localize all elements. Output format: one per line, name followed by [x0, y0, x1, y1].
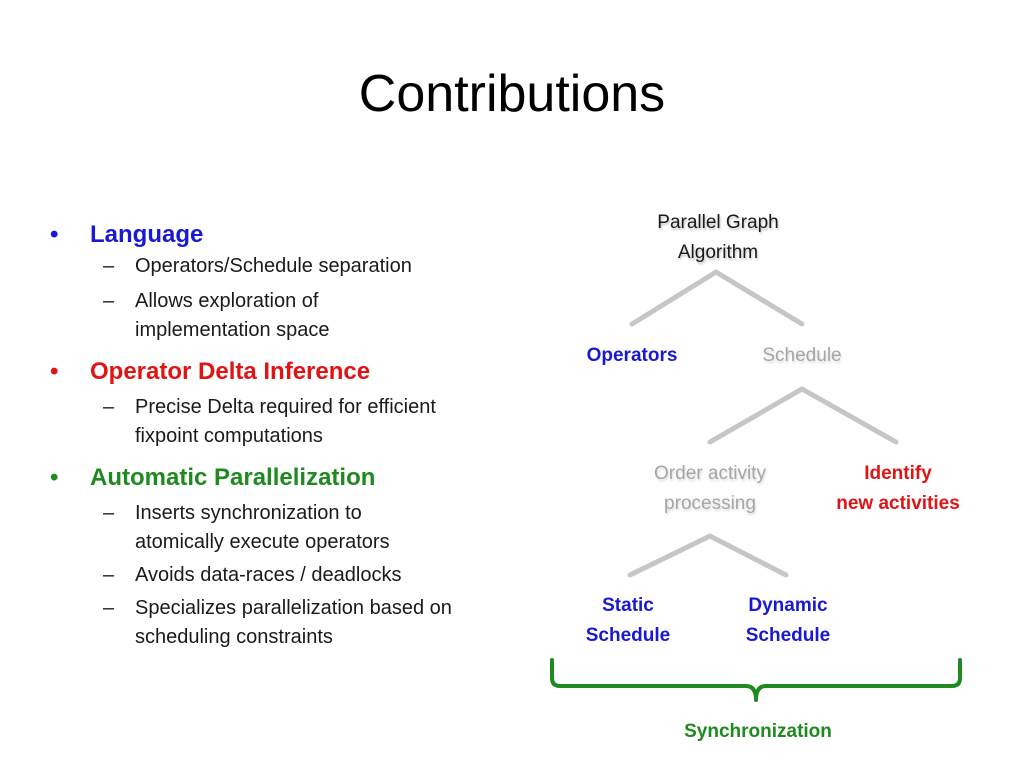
bullet-automatic-parallelization: • Automatic Parallelization: [48, 463, 528, 493]
root-branch-connector: [629, 269, 805, 327]
sub-bullet: – Allows exploration of: [48, 287, 528, 316]
sub-bullet: – Precise Delta required for efficient: [48, 393, 528, 422]
bullet-dot-icon: •: [50, 464, 59, 491]
sub-bullet: – Avoids data-races / deadlocks: [48, 561, 528, 590]
node-text-line: Schedule: [585, 625, 671, 646]
sub-bullet: – Specializes parallelization based on: [48, 594, 528, 623]
node-text-line: Identify: [864, 463, 932, 484]
sub-bullet-text: Allows exploration of: [135, 290, 319, 312]
sub-bullet-text: Precise Delta required for efficient: [135, 396, 436, 418]
node-text-line: new activities: [836, 493, 960, 514]
dash-icon: –: [103, 597, 115, 619]
dash-icon: –: [103, 290, 115, 312]
order-branch-connector: [627, 533, 789, 578]
sub-bullet-text: scheduling constraints: [135, 626, 333, 648]
dash-icon: –: [103, 255, 115, 277]
sub-bullet: – Operators/Schedule separation: [48, 252, 528, 281]
node-schedule: Schedule: [762, 345, 842, 366]
sub-bullet-continuation: scheduling constraints: [48, 623, 528, 652]
sub-bullet-text: Inserts synchronization to: [135, 502, 362, 524]
bullet-label: Automatic Parallelization: [90, 464, 376, 491]
sub-bullet-text: implementation space: [135, 319, 330, 341]
sub-bullet-text: atomically execute operators: [135, 531, 390, 553]
bullet-language: • Language: [48, 220, 528, 250]
dash-icon: –: [103, 502, 115, 524]
sub-bullet-continuation: atomically execute operators: [48, 528, 528, 557]
node-identify-new-activities: Identify new activities: [810, 459, 986, 519]
node-text-line: Parallel Graph: [657, 212, 779, 233]
sub-bullet-text: Operators/Schedule separation: [135, 255, 412, 277]
node-text-line: Static: [602, 595, 654, 616]
sub-bullet: – Inserts synchronization to: [48, 499, 528, 528]
node-text-line: Dynamic: [748, 595, 828, 616]
slide-title: Contributions: [358, 65, 666, 123]
bullet-dot-icon: •: [50, 221, 59, 248]
dash-icon: –: [103, 396, 115, 418]
bullet-dot-icon: •: [50, 358, 59, 385]
node-dynamic-schedule: Dynamic Schedule: [728, 591, 848, 651]
node-operators: Operators: [586, 345, 678, 366]
node-text-line: processing: [664, 493, 756, 514]
node-text-line: Algorithm: [677, 242, 759, 263]
bullet-operator-delta-inference: • Operator Delta Inference: [48, 357, 528, 387]
sub-bullet-text: Avoids data-races / deadlocks: [135, 564, 402, 586]
bullet-label: Operator Delta Inference: [90, 358, 371, 385]
bullet-list: • Language – Operators/Schedule separati…: [48, 210, 528, 652]
node-order-activity-processing: Order activity processing: [618, 459, 802, 519]
schedule-branch-connector: [707, 386, 899, 445]
sub-bullet-text: fixpoint computations: [135, 425, 323, 447]
node-synchronization: Synchronization: [684, 721, 832, 742]
node-text-line: Schedule: [745, 625, 831, 646]
sub-bullet-continuation: implementation space: [48, 316, 528, 345]
sub-bullet-continuation: fixpoint computations: [48, 422, 528, 451]
sub-bullet-text: Specializes parallelization based on: [135, 597, 452, 619]
node-static-schedule: Static Schedule: [568, 591, 688, 651]
dash-icon: –: [103, 564, 115, 586]
bullet-label: Language: [90, 221, 204, 248]
node-text-line: Order activity: [654, 463, 766, 484]
synchronization-brace: [550, 658, 962, 702]
node-parallel-graph-algorithm: Parallel Graph Algorithm: [618, 208, 818, 268]
